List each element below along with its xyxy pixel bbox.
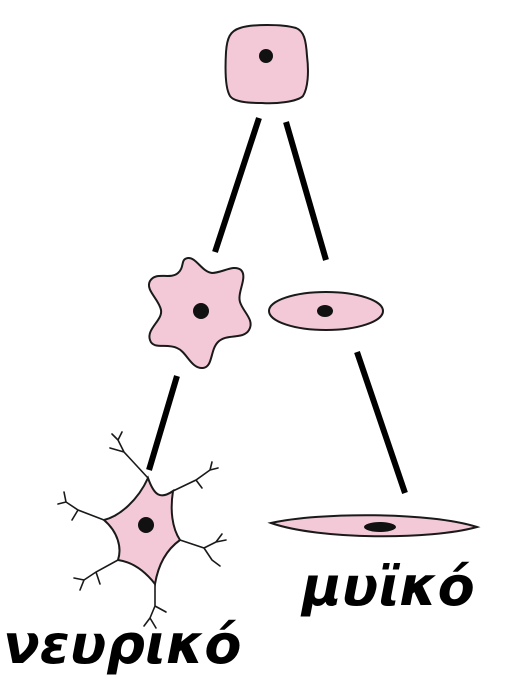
line-star-to-neuron <box>149 376 177 470</box>
stem-cell <box>225 25 307 103</box>
muscle-precursor-nucleus <box>317 305 333 317</box>
muscle-precursor-cell <box>269 292 383 330</box>
line-oval-to-muscle <box>357 352 405 493</box>
stem-cell-nucleus <box>259 49 273 63</box>
muscle-cell <box>271 515 477 536</box>
stem-cell-body <box>225 25 307 103</box>
nerve-precursor-nucleus <box>193 303 209 319</box>
line-stem-to-star <box>215 118 259 252</box>
line-stem-to-oval <box>286 122 326 260</box>
muscle-label: μυϊκό <box>302 560 475 614</box>
nerve-precursor-cell <box>149 258 251 368</box>
nerve-label: νευρικό <box>3 618 241 672</box>
neuron-nucleus <box>138 517 154 533</box>
neuron-cell <box>58 432 226 628</box>
muscle-cell-nucleus <box>364 522 396 532</box>
